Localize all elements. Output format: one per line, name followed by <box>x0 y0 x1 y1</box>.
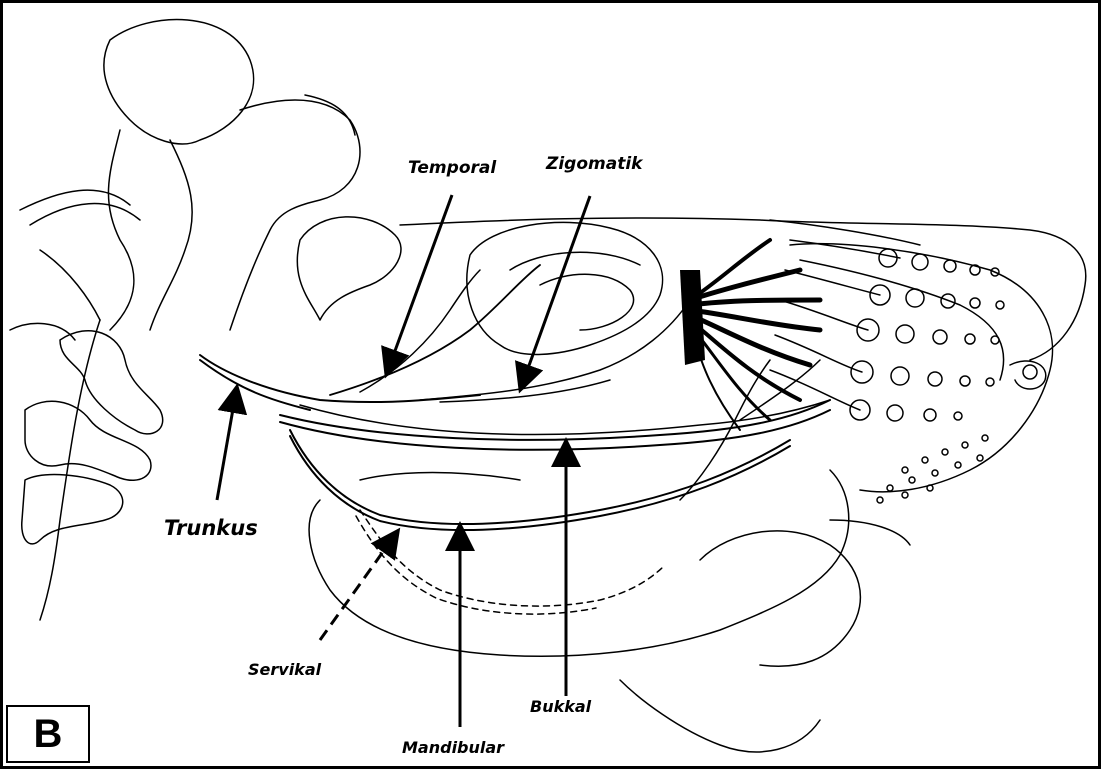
nerve-temporal-2 <box>360 270 480 392</box>
orbit-outline <box>467 222 663 354</box>
orbit-inner <box>510 252 640 270</box>
label-bukkal: Bukkal <box>530 697 591 716</box>
skull-left <box>20 190 130 210</box>
ear-stalk <box>108 130 133 330</box>
label-zigomatik: Zigomatik <box>546 154 642 174</box>
nerve-mandibular-upper <box>290 430 790 524</box>
nostril <box>1023 365 1037 379</box>
nerve-trunk-2 <box>200 360 310 410</box>
zygomatic-blob <box>297 217 401 320</box>
nerve-fan <box>690 240 820 430</box>
skull-left-lower <box>40 250 100 320</box>
nerve-cervical <box>360 510 665 606</box>
neck-skin <box>830 520 910 545</box>
lower-lip-skin <box>620 680 820 752</box>
arrow-servikal <box>320 535 395 640</box>
whisker-line <box>775 335 862 372</box>
nerve-trunk <box>200 355 480 402</box>
label-mandibular: Mandibular <box>402 738 504 757</box>
neck-line <box>40 320 100 620</box>
orbit-inner-2 <box>540 274 634 330</box>
ear-canal <box>150 140 192 330</box>
vertebra-2 <box>25 401 151 480</box>
mandible-inner <box>360 473 520 481</box>
arrow-temporal <box>388 195 452 370</box>
nerve-zygomatic <box>420 300 690 400</box>
skull-left-2 <box>30 204 140 225</box>
lip-inner <box>800 260 1004 380</box>
whisker-pad-circles <box>850 249 1004 503</box>
nerve-zygomatic-2 <box>440 380 610 402</box>
label-temporal: Temporal <box>408 158 496 178</box>
vertebra-3 <box>22 475 123 544</box>
label-trunkus: Trunkus <box>164 516 258 540</box>
face-lower-contour <box>300 400 830 435</box>
panel-label-box: B <box>6 705 90 763</box>
ear-outline <box>104 20 254 144</box>
nerve-fan-base <box>680 270 705 365</box>
chin-outline <box>700 531 860 666</box>
arrow-trunkus <box>217 392 236 500</box>
ear-cartilage <box>230 100 360 330</box>
panel-letter: B <box>34 712 63 757</box>
whisker-line <box>785 270 880 295</box>
label-servikal: Servikal <box>248 660 321 679</box>
